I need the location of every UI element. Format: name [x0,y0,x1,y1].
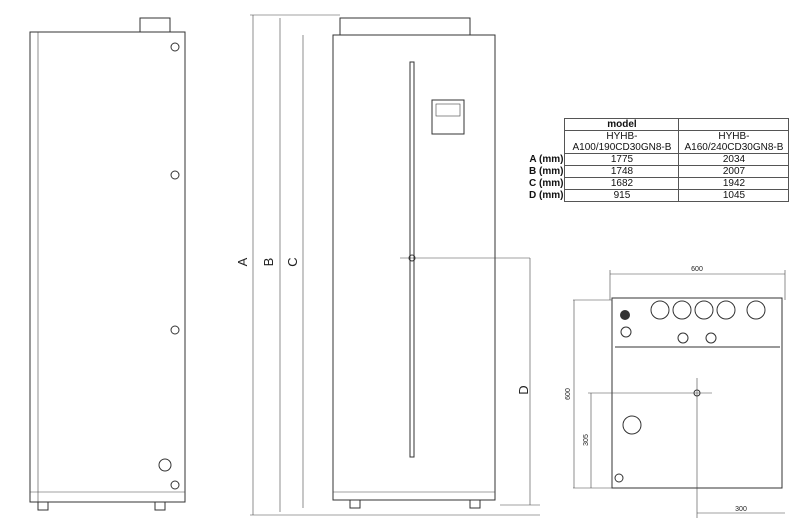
model-2-line1: HYHB- [718,131,750,142]
row-label: D (mm) [529,190,564,201]
top-width-label: 600 [691,266,703,273]
top-view [573,270,786,518]
cell: 1942 [678,177,790,190]
cell: 1045 [678,189,790,202]
side-view [29,17,186,511]
model-1-line2: A100/190CD30GN8-B [572,142,672,153]
dim-label-a: A [235,257,250,266]
model-header: model [564,118,680,131]
row-label: A (mm) [529,154,564,165]
dimension-lines [250,14,540,516]
row-label: B (mm) [529,166,564,177]
pipe-offset-label: 300 [735,506,747,513]
cell: 915 [564,189,680,202]
dim-label-d: D [516,385,531,394]
cell: 2034 [678,153,790,166]
row-label: C (mm) [529,178,564,189]
front-view [332,17,530,509]
cell: 1748 [564,165,680,178]
dim-label-c: C [285,257,300,266]
depth-label: 600 [565,388,572,400]
model-1-line1: HYHB- [606,131,638,142]
control-panel [431,99,465,135]
model-2-line2: A160/240CD30GN8-B [684,142,784,153]
pipe-height-label: 305 [583,434,590,446]
cell: 1775 [564,153,680,166]
cell: 2007 [678,165,790,178]
dim-label-b: B [261,258,276,267]
cell: 1682 [564,177,680,190]
dimensions-table: model HYHB-A100/190CD30GN8-B HYHB-A160/2… [527,118,790,202]
